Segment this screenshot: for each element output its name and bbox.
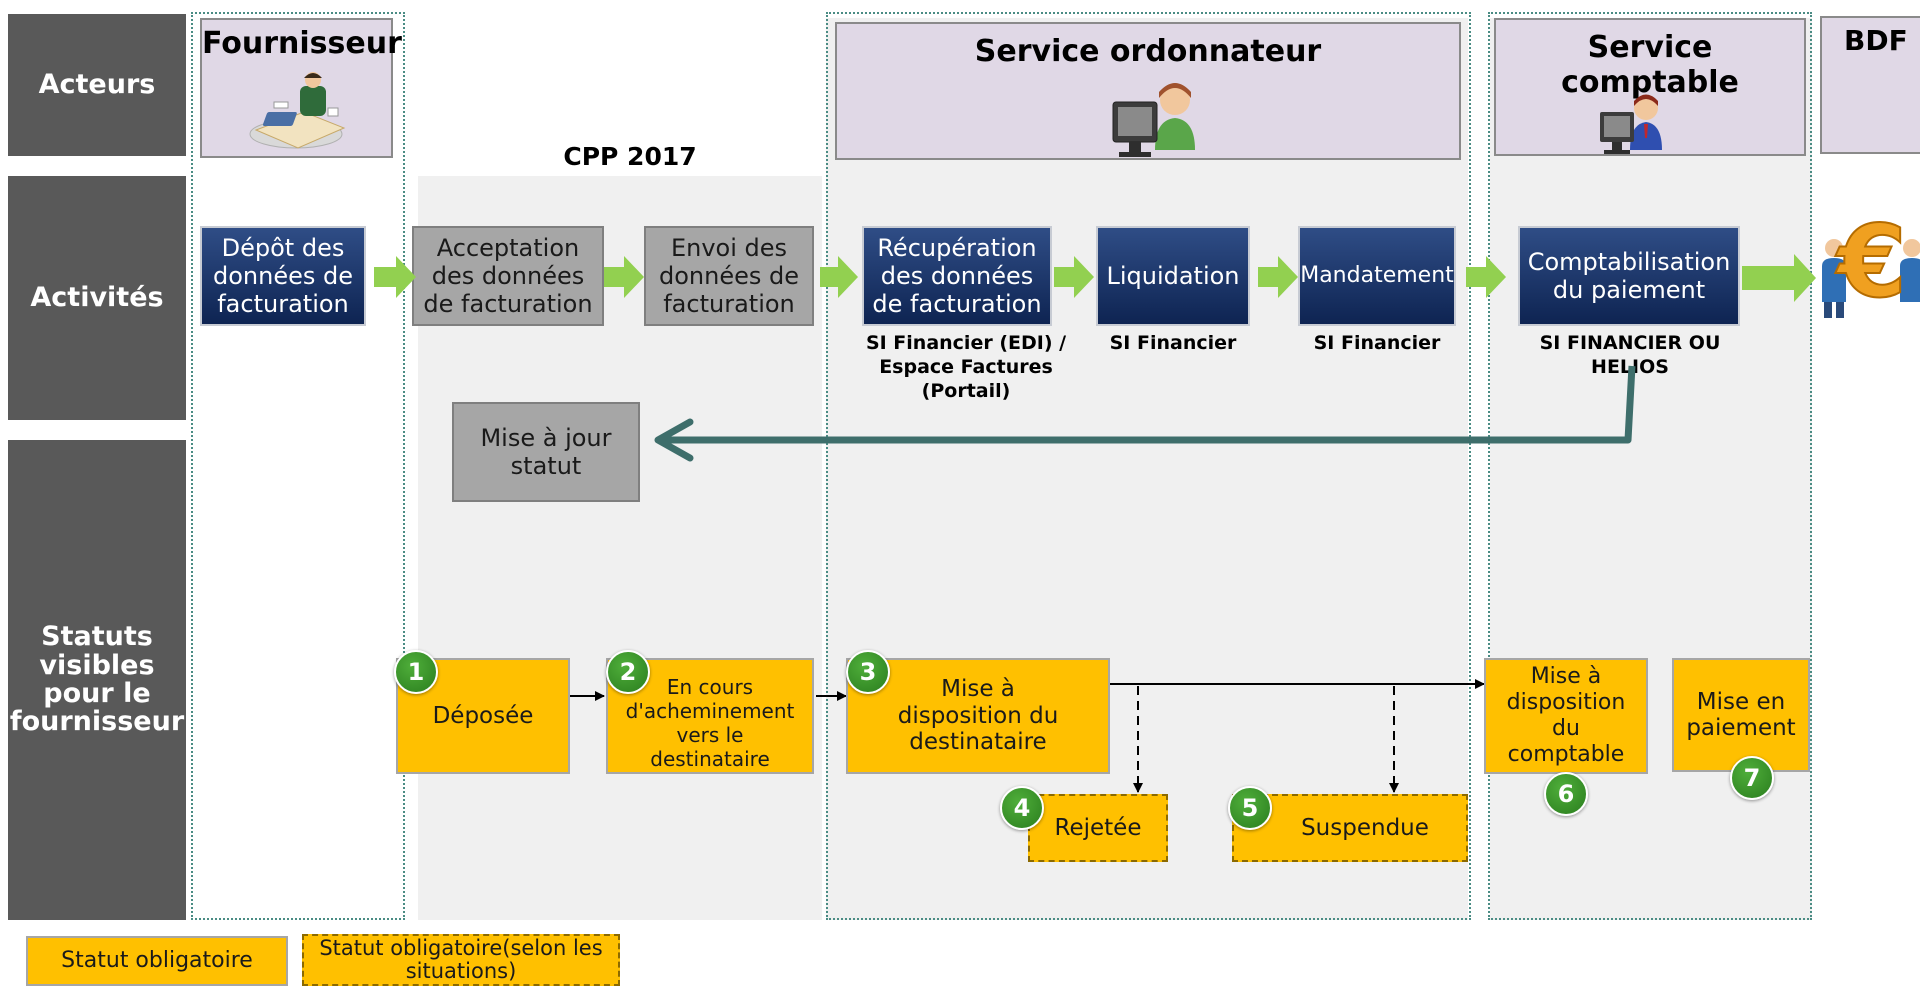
operator-at-computer-icon: [1112, 83, 1195, 157]
cpp-label: CPP 2017: [563, 142, 697, 171]
system-liquidation: SI Financier: [1109, 332, 1237, 354]
fournisseur-column-outline: [191, 12, 405, 920]
actor-ordonnateur: Service ordonnateur: [835, 22, 1461, 160]
actor-bdf-title: BDF: [1844, 24, 1908, 57]
row-label-acteurs: Acteurs: [8, 14, 186, 156]
actor-comptable: Service comptable: [1494, 18, 1806, 156]
comptable-column-outline: [1488, 12, 1812, 920]
flow-arrow-6: [1466, 256, 1506, 298]
status-rejetee: Rejetée: [1028, 794, 1168, 862]
flow-arrow-4: [1054, 256, 1094, 298]
legend-conditional: Statut obligatoire(selon les situations): [302, 934, 620, 986]
status-badge-3: 3: [846, 650, 890, 694]
supplier-at-desk-icon: [249, 72, 346, 149]
system-recuperation: SI Financier (EDI) / Espace Factures (Po…: [865, 332, 1067, 402]
activity-comptabilisation: Comptabilisation du paiement: [1518, 226, 1740, 326]
status-mise-a-disposition-comptable: Mise à disposition du comptable: [1484, 658, 1648, 774]
actor-fournisseur: Fournisseur: [200, 18, 402, 158]
flow-arrow-5: [1258, 256, 1298, 298]
status-badge-7: 7: [1730, 756, 1774, 800]
svg-text:€: €: [1835, 206, 1907, 320]
actor-fournisseur-title: Fournisseur: [202, 26, 402, 61]
activity-liquidation: Liquidation: [1096, 226, 1250, 326]
activity-envoi: Envoi des données de facturation: [644, 226, 814, 326]
status-badge-5: 5: [1228, 786, 1272, 830]
actor-comptable-title: Service comptable: [1561, 30, 1739, 100]
status-badge-1: 1: [394, 650, 438, 694]
legend-mandatory: Statut obligatoire: [26, 936, 288, 986]
status-badge-2: 2: [606, 650, 650, 694]
actor-bdf: BDF: [1820, 16, 1920, 154]
return-arrow: [654, 365, 1636, 462]
ordonnateur-column-outline: [826, 12, 1471, 920]
row-label-statuts: Statuts visibles pour le fournisseur: [8, 440, 186, 920]
system-mandatement: SI Financier: [1313, 332, 1441, 354]
euro-payment-icon: €: [1822, 206, 1920, 320]
status-mise-en-paiement: Mise en paiement: [1672, 658, 1810, 772]
actor-ordonnateur-title: Service ordonnateur: [974, 34, 1322, 69]
flow-arrow-7: [1742, 254, 1816, 302]
flow-arrow-1: [374, 256, 416, 298]
flow-arrow-2: [604, 256, 644, 298]
activity-mise-a-jour: Mise à jour statut: [452, 402, 640, 502]
flow-arrow-3: [820, 256, 858, 298]
activity-depot: Dépôt des données de facturation: [200, 226, 366, 326]
accountant-at-computer-icon: [1600, 94, 1662, 154]
row-label-activites: Activités: [8, 176, 186, 420]
status-badge-4: 4: [1000, 786, 1044, 830]
activity-mandatement: Mandatement: [1298, 226, 1456, 326]
status-badge-6: 6: [1544, 772, 1588, 816]
status-mise-a-disposition-destinataire: Mise à disposition du destinataire: [846, 658, 1110, 774]
activity-acceptation: Acceptation des données de facturation: [412, 226, 604, 326]
activity-recuperation: Récupération des données de facturation: [862, 226, 1052, 326]
